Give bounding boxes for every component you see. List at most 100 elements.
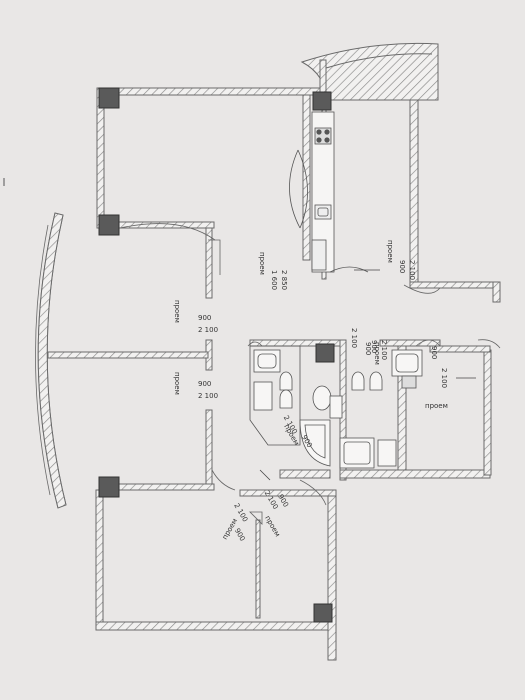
opening-right-room-c: проем <box>425 402 448 410</box>
walls <box>47 87 501 661</box>
sink-icon <box>314 204 332 220</box>
opening-width: 900 <box>233 527 247 543</box>
opening-right-wc: 900 <box>370 340 378 353</box>
opening-word: проем <box>173 372 181 395</box>
leader-lines <box>259 269 476 481</box>
opening-corridor-upper-dims: 900 2 100 <box>198 314 218 334</box>
bathroom-outline <box>249 345 301 446</box>
opening-width: 1 600 <box>270 270 278 290</box>
opening-word: проем <box>425 402 448 410</box>
wall <box>379 339 441 347</box>
wall <box>96 87 105 229</box>
wall <box>103 483 215 491</box>
wall <box>429 345 491 353</box>
balcony <box>300 42 439 101</box>
wall <box>255 519 261 619</box>
columns <box>98 87 335 623</box>
washbasin-inner <box>395 353 419 373</box>
opening-width: 900 <box>370 340 378 353</box>
shelf <box>329 395 343 419</box>
wall <box>279 469 331 479</box>
opening-word: проем <box>173 300 181 323</box>
door-arc <box>247 341 263 347</box>
wall <box>409 91 419 288</box>
bath-inner <box>304 424 326 459</box>
balcony-curve <box>300 42 439 101</box>
opening-width: 900 <box>198 314 211 322</box>
shower-tray <box>312 385 332 411</box>
wall <box>492 281 501 303</box>
shower-cabin <box>377 439 397 467</box>
door-arc <box>299 479 327 506</box>
wall <box>47 351 209 359</box>
opening-word: проем <box>386 240 394 263</box>
door-arc <box>415 339 441 347</box>
bathtub <box>339 437 375 469</box>
toilet-icon <box>351 371 365 391</box>
opening-height: 2 100 <box>380 340 388 360</box>
door-arc <box>477 339 501 349</box>
toilet-icon <box>279 371 293 391</box>
corner-bath <box>299 419 331 467</box>
wall <box>205 227 213 299</box>
opening-height: 2 100 <box>440 368 448 388</box>
opening-height: 2 850 <box>280 270 288 290</box>
fridge-icon <box>311 239 327 271</box>
door-arc <box>249 511 263 525</box>
bay-window <box>35 212 67 509</box>
opening-width: 900 <box>398 260 406 273</box>
bidet-icon <box>279 389 293 409</box>
doors <box>119 223 501 525</box>
wall <box>483 349 492 476</box>
wall <box>339 469 491 479</box>
balcony-inner-curve <box>325 53 433 69</box>
column <box>313 603 333 623</box>
wall <box>103 221 215 229</box>
bay-hatch-band <box>37 212 67 509</box>
column <box>98 214 120 236</box>
wall <box>205 409 213 486</box>
door-arc <box>208 239 221 275</box>
opening-bath-upper: 2 100 <box>350 328 358 348</box>
kitchen-curve <box>297 149 308 229</box>
bidet-icon <box>369 371 383 391</box>
opening-right-room: 900 <box>430 346 438 359</box>
opening-corridor-lower-dims: 900 2 100 <box>198 380 218 400</box>
opening-word: проем <box>263 514 281 538</box>
kitchen-curve <box>289 149 301 229</box>
opening-height: 2 100 <box>198 326 218 334</box>
door-arc <box>211 469 236 491</box>
opening-word: проем <box>373 342 381 365</box>
column <box>315 343 335 363</box>
opening-bath-upper-c: проем <box>373 342 381 365</box>
opening-center-top: проем 1 600 2 850 <box>258 252 288 290</box>
kitchen-fixtures <box>289 111 369 273</box>
opening-height: 900 <box>364 342 372 355</box>
kitchen-counter <box>311 111 335 273</box>
opening-bath-upper-b: 900 <box>364 342 372 355</box>
stove-icon <box>314 127 332 145</box>
door-arc <box>119 223 216 241</box>
wall <box>99 87 325 96</box>
door-arc <box>403 284 441 294</box>
opening-width: 900 <box>198 380 211 388</box>
opening-kitchen: проем 900 2 100 <box>386 240 416 280</box>
washbasin-inner <box>257 353 277 369</box>
opening-width: 2 100 <box>350 328 358 348</box>
opening-right-wc-h: 2 100 <box>380 340 388 360</box>
opening-height: 2 100 <box>198 392 218 400</box>
column <box>98 476 120 498</box>
washing-machine <box>401 375 417 389</box>
bathroom-fixtures <box>249 345 423 469</box>
wall <box>239 489 337 497</box>
column <box>98 87 120 109</box>
kitchen-door-swing <box>329 266 369 273</box>
wall <box>327 489 337 661</box>
opening-height: 2 100 <box>408 260 416 280</box>
wall <box>95 621 337 631</box>
bathtub-inner <box>343 441 371 465</box>
cabinet <box>253 381 273 411</box>
opening-right-room-b: 2 100 <box>440 368 448 388</box>
